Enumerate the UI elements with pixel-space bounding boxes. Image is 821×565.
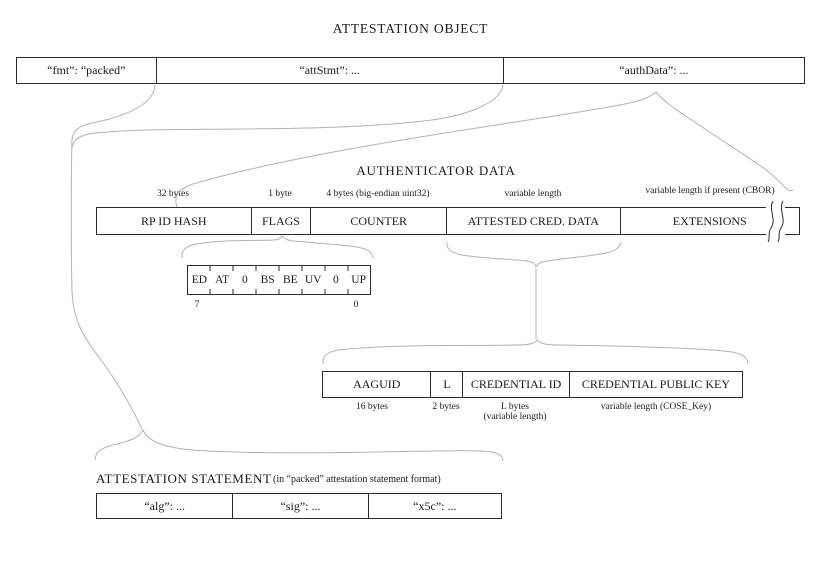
flag-bit-ed: ED xyxy=(191,274,208,286)
flag-bit-be: BE xyxy=(283,274,298,286)
fmt-cell: “fmt”: “packed” xyxy=(47,63,126,77)
credential-public-key-size-label: variable length (COSE_Key) xyxy=(600,402,712,412)
flag-bit-rfu2: 0 xyxy=(333,274,339,286)
attested-cred-lower-brace xyxy=(322,339,749,365)
attestation-statement-note: (in “packed” attestation statement forma… xyxy=(273,474,441,485)
counter-cell: COUNTER xyxy=(310,208,446,234)
attested-cred-data-cell: ATTESTED CRED. DATA xyxy=(446,208,620,234)
attested-cred-upper-brace xyxy=(446,241,622,269)
rpidhash-cell: RP ID HASH xyxy=(140,213,207,228)
attested-cred-data-row: AAGUID L CREDENTIAL ID CREDENTIAL PUBLIC… xyxy=(322,371,743,398)
flags-brace xyxy=(181,235,374,259)
alg-cell: “alg”: ... xyxy=(144,498,185,513)
length-size-label: 2 bytes xyxy=(432,402,460,412)
x5c-cell: “x5c”: ... xyxy=(367,494,501,518)
bit-index-msb: 7 xyxy=(194,300,200,310)
attstmt-vertical-connector xyxy=(70,137,143,430)
bit-index-lsb: 0 xyxy=(353,300,359,310)
authenticator-data-row: RP ID HASH FLAGS COUNTER ATTESTED CRED. … xyxy=(96,207,800,235)
rpidhash-size-label: 32 bytes xyxy=(157,189,189,199)
authenticator-data-title: AUTHENTICATOR DATA xyxy=(356,163,516,178)
attestation-statement-row: “alg”: ... “sig”: ... “x5c”: ... xyxy=(96,493,502,519)
flag-bit-bs: BS xyxy=(260,274,275,286)
credential-id-size-label-2: (variable length) xyxy=(483,412,547,422)
flag-bit-uv: UV xyxy=(304,274,322,286)
attestation-statement-title: ATTESTATION STATEMENT xyxy=(96,471,272,486)
attestation-object-row: “fmt”: “packed” “attStmt”: ... “authData… xyxy=(16,57,805,84)
extensions-size-label: variable length if present (CBOR) xyxy=(645,186,775,196)
attstmt-cell: “attStmt”: ... xyxy=(155,58,503,83)
authdata-cell: “authData”: ... xyxy=(502,58,804,83)
credential-id-cell: CREDENTIAL ID xyxy=(462,372,569,397)
attestation-statement-brace xyxy=(94,428,504,462)
extensions-cell: EXTENSIONS xyxy=(619,208,799,234)
sig-cell: “sig”: ... xyxy=(232,494,367,518)
flags-bits-row: ED AT 0 BS BE UV 0 UP xyxy=(187,265,371,295)
flag-bit-at: AT xyxy=(215,274,230,286)
flags-cell: FLAGS xyxy=(250,208,311,234)
credential-id-size-label: L bytes xyxy=(501,402,529,412)
attstmt-left-connector xyxy=(71,84,156,141)
length-cell: L xyxy=(430,372,462,397)
page-title: ATTESTATION OBJECT xyxy=(332,21,489,36)
flag-bit-rfu: 0 xyxy=(242,274,248,286)
flag-bit-up: UP xyxy=(351,274,366,286)
aaguid-size-label: 16 bytes xyxy=(356,402,388,412)
aaguid-cell: AAGUID xyxy=(353,377,401,391)
attstmt-right-connector xyxy=(71,84,504,149)
credential-public-key-cell: CREDENTIAL PUBLIC KEY xyxy=(568,372,742,397)
